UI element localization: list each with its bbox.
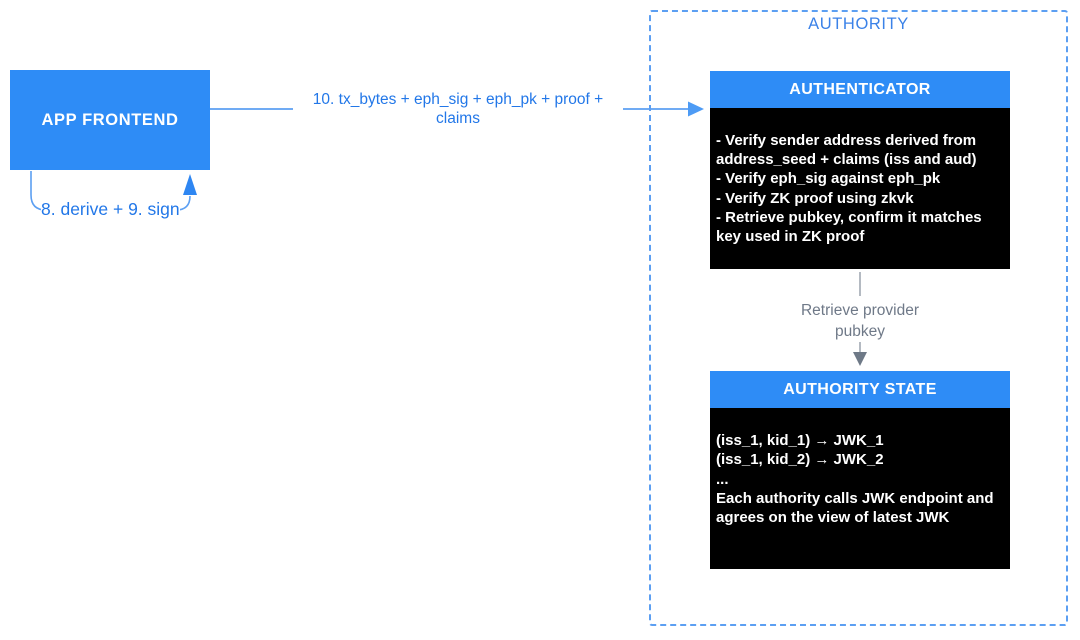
body-line: agrees on the view of latest JWK	[716, 509, 950, 527]
authority-state-header: AUTHORITY STATE	[710, 371, 1010, 408]
app-frontend-node: APP FRONTEND	[10, 70, 210, 170]
body-line: - Verify sender address derived from	[716, 131, 977, 149]
authority-state-node: AUTHORITY STATE (iss_1, kid_1) → JWK_1 (…	[710, 371, 1010, 569]
authority-boundary	[649, 10, 1068, 626]
authenticator-header: AUTHENTICATOR	[710, 71, 1010, 108]
retrieve-pubkey-label: Retrieve provider pubkey	[780, 300, 940, 342]
body-line: (iss_1, kid_1) → JWK_1	[716, 432, 884, 449]
body-line: - Verify ZK proof using zkvk	[716, 189, 914, 207]
body-line: ...	[716, 470, 729, 488]
authenticator-title: AUTHENTICATOR	[789, 80, 931, 98]
body-line: address_seed + claims (iss and aud)	[716, 150, 977, 168]
body-line: Each authority calls JWK endpoint and	[716, 489, 994, 507]
derive-sign-label: 8. derive + 9. sign	[41, 199, 180, 219]
retrieve-pubkey-label-line2: pubkey	[835, 323, 885, 340]
body-line: key used in ZK proof	[716, 228, 865, 246]
authority-title: AUTHORITY	[808, 15, 909, 33]
derive-arrowhead-up-icon	[183, 174, 197, 195]
authority-state-body: (iss_1, kid_1) → JWK_1 (iss_1, kid_2) → …	[710, 408, 1010, 569]
authenticator-body: - Verify sender address derived from add…	[710, 108, 1010, 269]
body-line: - Retrieve pubkey, confirm it matches	[716, 208, 982, 226]
authority-state-title: AUTHORITY STATE	[783, 380, 937, 398]
body-line: (iss_1, kid_2) → JWK_2	[716, 451, 884, 469]
flow-arrow-label-line2: claims	[436, 109, 480, 127]
body-line: - Verify eph_sig against eph_pk	[716, 170, 941, 188]
retrieve-pubkey-label-line1: Retrieve provider	[800, 302, 920, 319]
app-frontend-label: APP FRONTEND	[41, 110, 179, 129]
authenticator-node: AUTHENTICATOR - Verify sender address de…	[710, 71, 1010, 269]
flow-arrow-label-line1: 10. tx_bytes + eph_sig + eph_pk + proof …	[312, 91, 604, 108]
flow-arrow-label: 10. tx_bytes + eph_sig + eph_pk + proof …	[293, 91, 623, 128]
